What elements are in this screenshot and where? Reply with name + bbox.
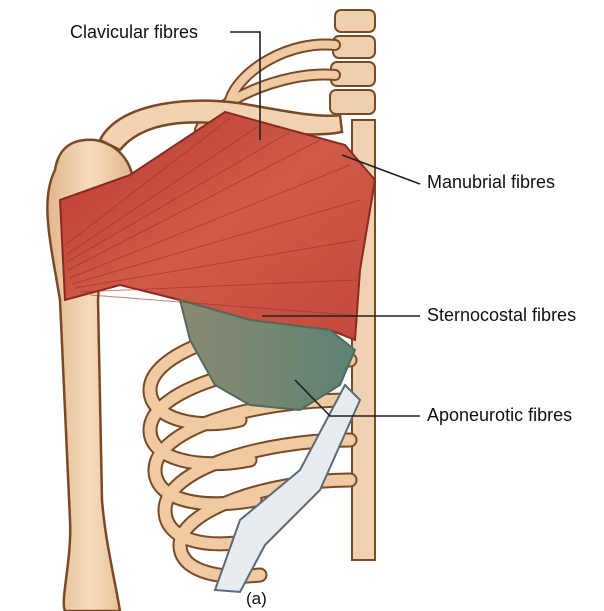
label-sternocostal-fibres: Sternocostal fibres: [427, 305, 576, 325]
label-manubrial-fibres: Manubrial fibres: [427, 172, 555, 192]
label-aponeurotic-fibres: Aponeurotic fibres: [427, 405, 572, 425]
panel-label: (a): [246, 589, 267, 609]
label-clavicular-fibres: Clavicular fibres: [70, 22, 198, 42]
